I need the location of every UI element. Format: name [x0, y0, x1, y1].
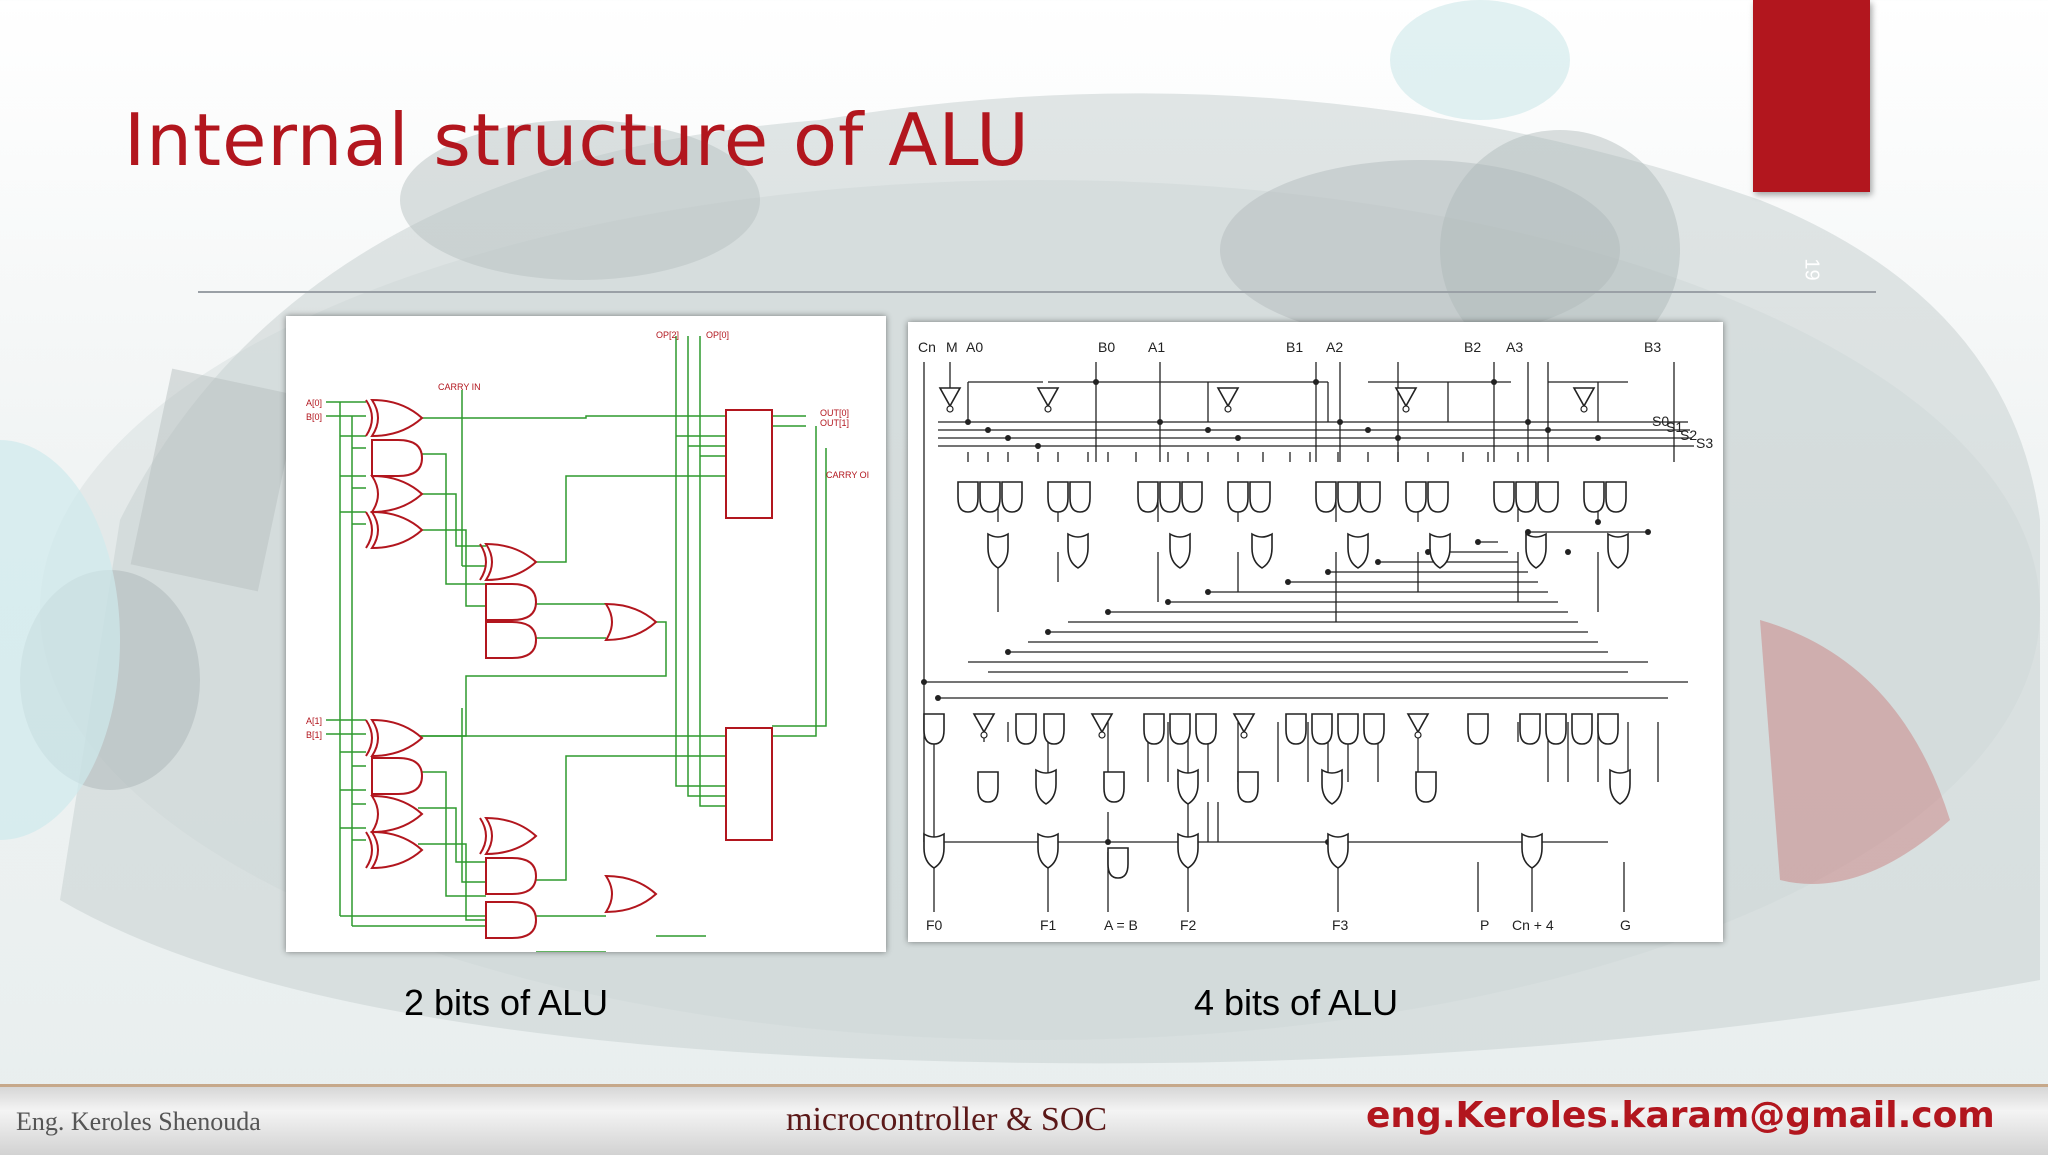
title-divider — [198, 291, 1876, 293]
label-s3: S3 — [1696, 435, 1713, 451]
label-carry-out: CARRY OI — [826, 470, 869, 480]
label-b2: B2 — [1464, 339, 1481, 355]
label-out1: OUT[1] — [820, 418, 849, 428]
label-a2: A2 — [1326, 339, 1343, 355]
alu-2bit-schematic: A[0] B[0] A[1] B[1] CARRY IN OP[2] OP[0]… — [306, 330, 869, 952]
label-a1: A[1] — [306, 716, 322, 726]
label-f2: F2 — [1180, 917, 1197, 933]
label-g: G — [1620, 917, 1631, 933]
red-accent-bar — [1753, 0, 1870, 192]
alu-2bit-diagram: A[0] B[0] A[1] B[1] CARRY IN OP[2] OP[0]… — [286, 316, 886, 952]
label-cn4: Cn + 4 — [1512, 917, 1554, 933]
label-p: P — [1480, 917, 1489, 933]
label-b1: B[1] — [306, 730, 322, 740]
footer-author: Eng. Keroles Shenouda — [16, 1107, 261, 1136]
caption-4bit-alu: 4 bits of ALU — [1194, 982, 1399, 1023]
label-op0: OP[0] — [706, 330, 729, 340]
label-f0: F0 — [926, 917, 943, 933]
label-b0: B[0] — [306, 412, 322, 422]
label-f3: F3 — [1332, 917, 1349, 933]
footer-course: microcontroller & SOC — [786, 1101, 1108, 1138]
slide-title: Internal structure of ALU — [124, 98, 1030, 182]
label-s0: S0 — [1652, 413, 1669, 429]
slide-number: 19 — [1800, 258, 1823, 281]
label-f1: F1 — [1040, 917, 1057, 933]
label-a0: A[0] — [306, 398, 322, 408]
label-a3: A3 — [1506, 339, 1523, 355]
label-a1: A1 — [1148, 339, 1165, 355]
label-s2: S2 — [1680, 427, 1697, 443]
label-b3: B3 — [1644, 339, 1661, 355]
footer-email: eng.Keroles.karam@gmail.com — [1366, 1095, 1995, 1136]
footer-bar: Eng. Keroles Shenouda microcontroller & … — [0, 1084, 2048, 1155]
label-m: M — [946, 339, 958, 355]
alu-4bit-schematic: Cn M A0 B0 A1 B1 A2 B2 A3 B3 S0 S1 S2 S3… — [918, 339, 1713, 933]
label-carry-in: CARRY IN — [438, 382, 481, 392]
label-a0: A0 — [966, 339, 983, 355]
label-cn: Cn — [918, 339, 936, 355]
label-b1: B1 — [1286, 339, 1303, 355]
label-out0: OUT[0] — [820, 408, 849, 418]
alu-4bit-diagram: Cn M A0 B0 A1 B1 A2 B2 A3 B3 S0 S1 S2 S3… — [908, 322, 1723, 942]
caption-2bit-alu: 2 bits of ALU — [404, 982, 609, 1023]
label-a-eq-b: A = B — [1104, 917, 1138, 933]
label-s1: S1 — [1666, 419, 1683, 435]
label-op2: OP[2] — [656, 330, 679, 340]
label-b0: B0 — [1098, 339, 1115, 355]
